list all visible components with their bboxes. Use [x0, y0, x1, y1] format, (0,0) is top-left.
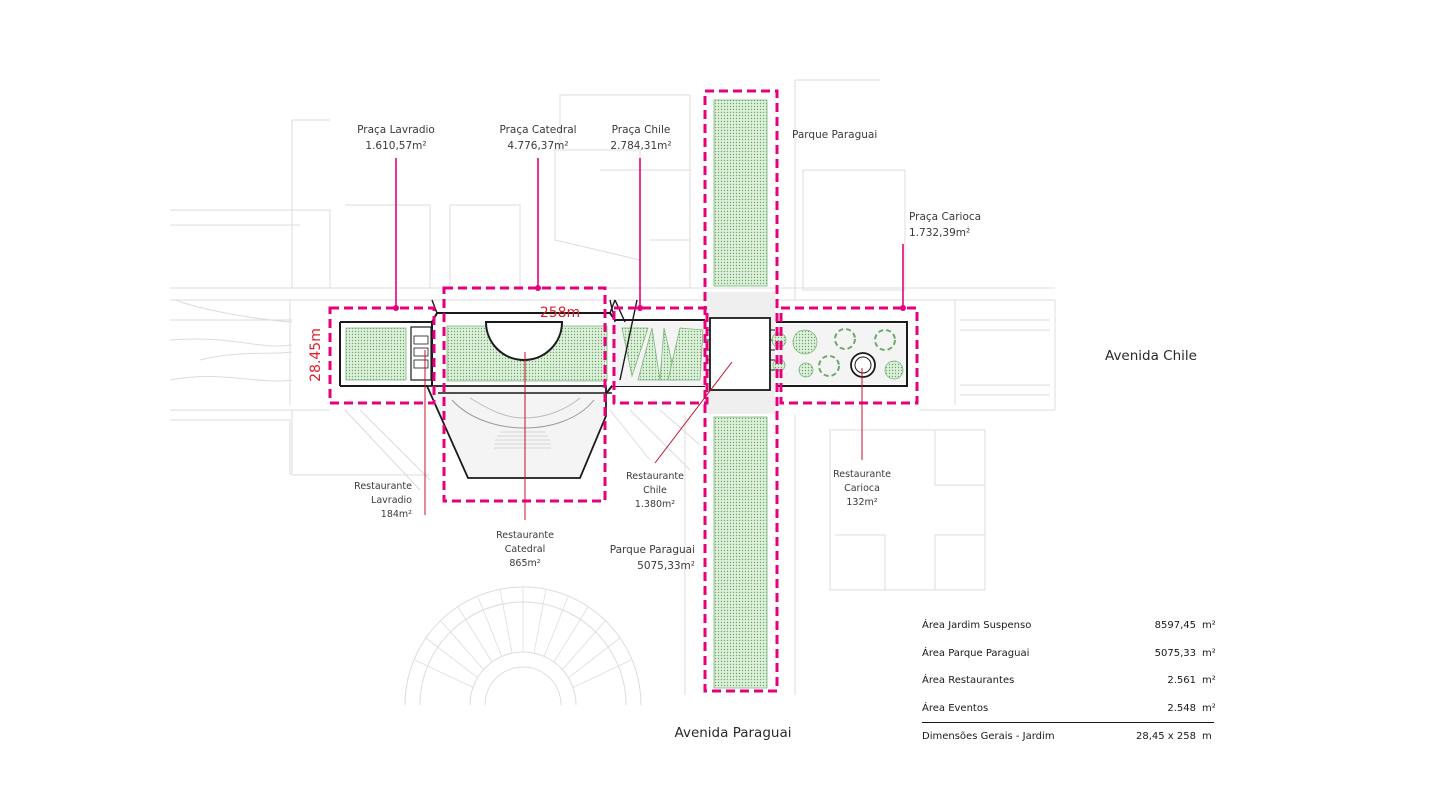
restaurante-carioca-line2: Carioca: [844, 483, 880, 494]
table-divider: [922, 722, 1214, 723]
lavradio-garden: [345, 327, 407, 381]
area-value: 5075,33: [1154, 647, 1196, 659]
praca-catedral-name: Praça Catedral: [499, 124, 576, 136]
parque-paraguai-bottom-name: Parque Paraguai: [610, 544, 695, 556]
area-label: Área Jardim Suspenso: [922, 620, 1032, 632]
areas-table: Área Jardim Suspenso 8597,45 m² Área Parq…: [922, 612, 1216, 751]
avenida-chile-label: Avenida Chile: [1105, 348, 1197, 364]
praca-chile-name: Praça Chile: [612, 124, 671, 136]
praca-catedral-area: 4.776,37m²: [507, 140, 568, 152]
area-label: Área Restaurantes: [922, 675, 1015, 687]
area-unit: m²: [1202, 675, 1216, 687]
total-label: Dimensões Gerais - Jardim: [922, 731, 1055, 743]
restaurante-chile-line2: Chile: [643, 485, 667, 496]
table-row: Área Restaurantes 2.561 m²: [922, 667, 1216, 695]
parque-paraguai-top-garden: [713, 99, 768, 287]
parque-paraguai-bottom-garden: [713, 416, 768, 689]
zone-outlines: [328, 89, 919, 693]
praca-chile-area: 2.784,31m²: [610, 140, 671, 152]
area-value: 8597,45: [1154, 620, 1196, 632]
area-unit: m²: [1202, 702, 1216, 714]
table-row: Área Jardim Suspenso 8597,45 m²: [922, 612, 1216, 640]
avenida-paraguai-label: Avenida Paraguai: [675, 725, 792, 741]
praca-carioca-area: 1.732,39m²: [909, 227, 970, 239]
area-unit: m²: [1202, 620, 1216, 632]
restaurante-lavradio-area: 184m²: [381, 509, 412, 520]
restaurante-chile-line1: Restaurante: [626, 471, 684, 482]
area-value: 2.561: [1167, 675, 1196, 687]
total-value: 28,45 x 258: [1136, 731, 1196, 743]
width-dimension: 28.45m: [308, 328, 324, 382]
table-row: Área Parque Paraguai 5075,33 m²: [922, 640, 1216, 668]
restaurante-catedral-line1: Restaurante: [496, 530, 554, 541]
area-label: Área Parque Paraguai: [922, 647, 1030, 659]
restaurante-carioca-area: 132m²: [846, 497, 877, 508]
table-total-row: Dimensões Gerais - Jardim 28,45 x 258 m: [922, 723, 1214, 751]
restaurante-catedral-area: 865m²: [509, 558, 540, 569]
praca-lavradio-name: Praça Lavradio: [357, 124, 435, 136]
table-row: Área Eventos 2.548 m²: [922, 695, 1216, 723]
total-unit: m: [1202, 731, 1212, 743]
area-unit: m²: [1202, 647, 1216, 659]
restaurante-carioca-line1: Restaurante: [833, 469, 891, 480]
restaurante-catedral-line2: Catedral: [505, 544, 545, 555]
area-label: Área Eventos: [922, 702, 989, 714]
area-value: 2.548: [1167, 702, 1196, 714]
context-buildings: [169, 79, 1056, 706]
suspended-garden: [339, 299, 908, 479]
restaurante-lavradio-line1: Restaurante: [354, 481, 412, 492]
restaurante-lavradio-line2: Lavradio: [371, 495, 412, 506]
restaurante-chile-area: 1.380m²: [635, 499, 675, 510]
praca-lavradio-area: 1.610,57m²: [365, 140, 426, 152]
parque-paraguai-top-name: Parque Paraguai: [792, 129, 877, 141]
length-dimension: 258m: [540, 305, 580, 321]
parque-paraguai-bottom-area: 5075,33m²: [637, 560, 695, 572]
praca-carioca-name: Praça Carioca: [909, 211, 981, 223]
